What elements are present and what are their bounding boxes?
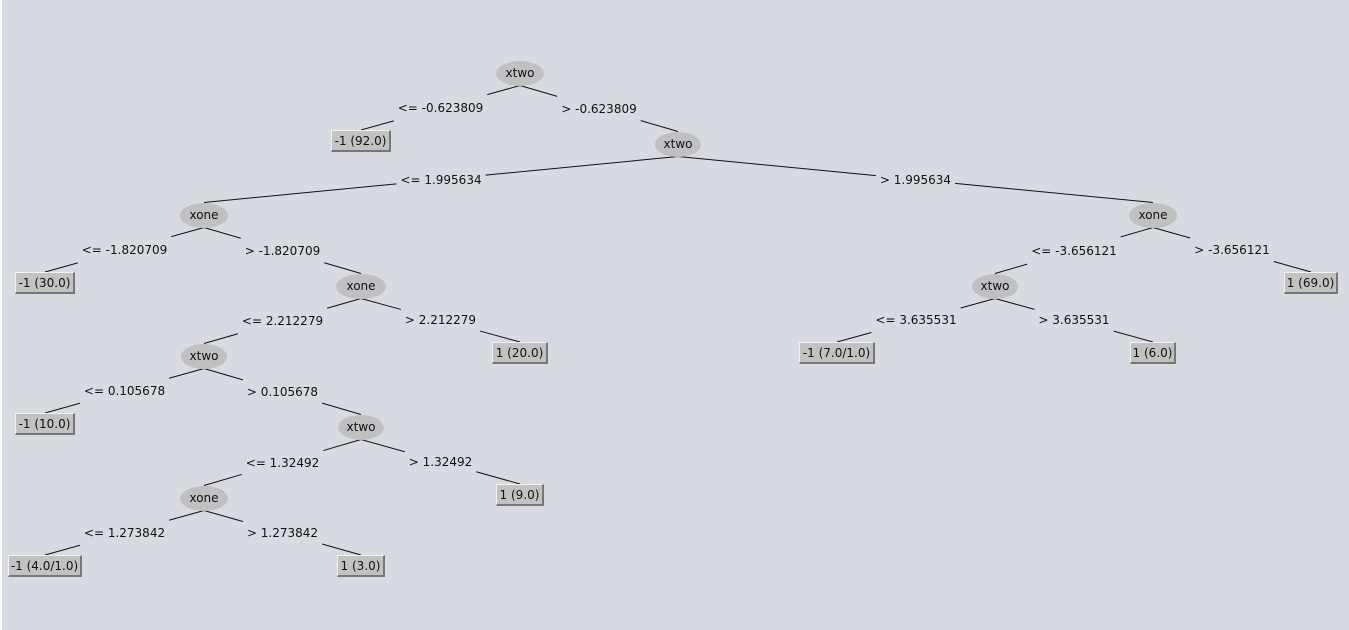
edge-label: > -1.820709	[244, 243, 321, 258]
edge-line-e2-1	[519, 85, 558, 97]
edge-line-e6-2	[324, 262, 362, 274]
node-decision[interactable]: xone	[180, 485, 228, 511]
edge-line-e10-2	[321, 402, 362, 415]
edge-label: > 1.273842	[246, 525, 319, 540]
edge-line-e13-2	[44, 544, 81, 556]
edge-line-e5-1	[171, 227, 205, 238]
node-decision[interactable]: xone	[180, 202, 228, 228]
edge-label: <= 1.32492	[245, 455, 320, 470]
edge-line-e18-2	[1113, 330, 1154, 343]
edge-line-e6-1	[203, 227, 241, 239]
edge-line-e8-2	[479, 330, 521, 343]
node-root[interactable]: xtwo	[496, 60, 544, 86]
node-decision[interactable]: xone	[336, 273, 386, 299]
edge-label: > 1.995634	[879, 172, 952, 187]
edge-line-e17-2	[836, 332, 872, 343]
edge-line-e3-2	[203, 183, 397, 203]
edge-label: <= -3.656121	[1031, 243, 1117, 258]
edge-line-e1-2	[360, 120, 394, 131]
node-decision[interactable]: xtwo	[181, 343, 227, 369]
edge-line-e4-2	[955, 182, 1154, 203]
node-decision[interactable]: xtwo	[655, 131, 701, 157]
edge-label: <= 2.212279	[241, 314, 324, 328]
leaf-node[interactable]: 1 (3.0)	[337, 555, 385, 577]
edge-label: > 1.32492	[408, 454, 473, 469]
node-decision[interactable]: xone	[1129, 202, 1177, 228]
edge-line-e17-1	[960, 298, 996, 309]
edge-label: <= 0.105678	[83, 383, 166, 398]
edge-label: <= -1.820709	[81, 242, 168, 257]
edge-line-e16-2	[1273, 261, 1312, 273]
edge-line-e11-2	[203, 473, 242, 486]
edge-label: > 0.105678	[246, 384, 319, 399]
leaf-node[interactable]: -1 (4.0/1.0)	[8, 555, 82, 577]
edge-line-e18-1	[994, 298, 1035, 310]
edge-line-e1-1	[487, 85, 521, 96]
leaf-node[interactable]: 1 (6.0)	[1130, 342, 1176, 364]
edge-label: > -0.623809	[561, 101, 637, 116]
leaf-node[interactable]: -1 (7.0/1.0)	[799, 342, 875, 364]
edge-line-e13-1	[168, 510, 205, 521]
edge-label: > -3.656121	[1194, 242, 1270, 257]
edge-label: <= 1.273842	[83, 525, 166, 540]
edge-line-e2-2	[640, 120, 679, 132]
edge-label: <= 3.635531	[875, 313, 957, 328]
edge-line-e3-1	[485, 156, 679, 176]
edge-label: <= -0.623809	[397, 100, 484, 115]
edge-line-e15-1	[1120, 227, 1154, 238]
edge-line-e9-1	[168, 368, 205, 379]
node-decision[interactable]: xtwo	[972, 273, 1018, 299]
edge-line-e14-1	[203, 510, 244, 523]
edge-line-e16-1	[1152, 227, 1191, 239]
edge-line-e10-1	[203, 368, 244, 381]
edge-line-e15-2	[994, 263, 1028, 274]
node-decision[interactable]: xtwo	[338, 414, 384, 440]
edge-label: > 2.212279	[404, 313, 477, 328]
edge-label: <= 1.995634	[400, 172, 482, 187]
edge-line-e8-1	[360, 298, 402, 310]
leaf-node[interactable]: -1 (30.0)	[15, 272, 75, 294]
edge-line-e12-1	[360, 439, 405, 453]
leaf-node[interactable]: -1 (10.0)	[15, 413, 75, 435]
edge-line-e12-2	[476, 471, 521, 485]
leaf-node[interactable]: -1 (92.0)	[331, 130, 391, 152]
edge-line-e11-1	[323, 439, 362, 452]
edge-line-e7-1	[326, 298, 362, 309]
edge-line-e9-2	[44, 402, 81, 414]
edge-label: > 3.635531	[1038, 313, 1110, 328]
edge-line-e5-2	[44, 262, 78, 273]
leaf-node[interactable]: 1 (9.0)	[496, 484, 544, 506]
leaf-node[interactable]: 1 (20.0)	[492, 342, 548, 364]
leaf-node[interactable]: 1 (69.0)	[1284, 272, 1338, 294]
edge-line-e7-2	[203, 333, 239, 344]
edge-line-e4-1	[677, 156, 876, 177]
edge-line-e14-2	[321, 543, 362, 556]
